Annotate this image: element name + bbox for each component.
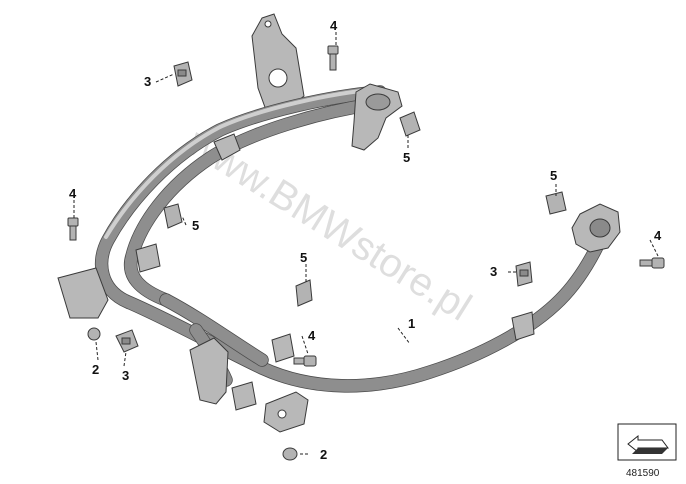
callout-5: 5 [403, 150, 410, 165]
callout-1: 1 [408, 316, 415, 331]
callout-4: 4 [654, 228, 662, 243]
clip-nut-icon [295, 279, 313, 307]
bolt-icon [639, 257, 665, 269]
callout-5: 5 [550, 168, 557, 183]
clip-nut-icon [545, 191, 567, 215]
clip-nut-icon [115, 329, 139, 353]
washer-icon [87, 327, 101, 341]
tubular-frame [57, 13, 621, 433]
callout-4: 4 [330, 18, 338, 33]
clip-nut-icon [399, 111, 421, 137]
direction-box [617, 423, 677, 461]
callout-4: 4 [69, 186, 77, 201]
lower-center-bracket [189, 337, 229, 405]
reference-number: 481590 [626, 468, 660, 479]
callout-3: 3 [122, 368, 129, 383]
callout-5: 5 [192, 218, 199, 233]
clip-nut-icon [515, 261, 533, 287]
callout-4: 4 [308, 328, 316, 343]
washer-icon [282, 447, 298, 461]
callout-3: 3 [144, 74, 151, 89]
top-mounting-plate [251, 13, 305, 111]
bolt-icon [293, 355, 317, 367]
callout-5: 5 [300, 250, 307, 265]
left-front-plate [57, 267, 109, 319]
callout-3: 3 [490, 264, 497, 279]
callout-2: 2 [92, 362, 99, 377]
bolt-icon [67, 217, 79, 241]
callout-2: 2 [320, 447, 327, 462]
clip-nut-icon [163, 203, 183, 229]
bolt-icon [327, 45, 339, 71]
clip-nut-icon [173, 61, 193, 87]
